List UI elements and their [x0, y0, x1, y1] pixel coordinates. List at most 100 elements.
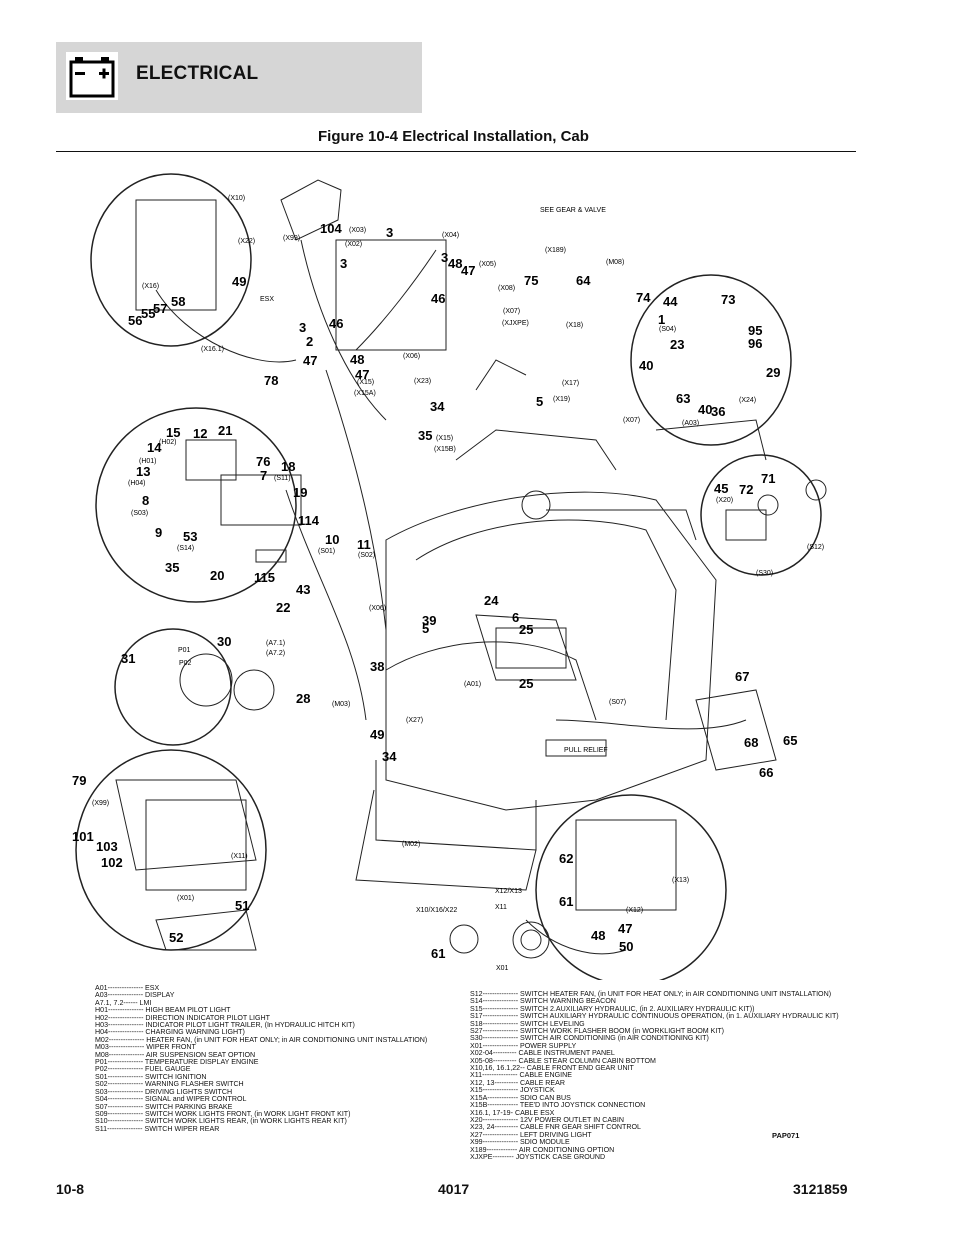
- callout-number: 8: [142, 493, 149, 508]
- callout-number: 23: [670, 337, 684, 352]
- legend-row: S14--------------- SWITCH WARNING BEACON: [470, 997, 616, 1006]
- section-header: ELECTRICAL: [56, 42, 422, 113]
- callout-number: 44: [663, 294, 678, 309]
- legend-row: X02-04---------- CABLE INSTRUMENT PANEL: [470, 1049, 615, 1058]
- callout-number: 72: [739, 482, 753, 497]
- connector-label: (M08): [606, 259, 624, 266]
- connector-label: (X12): [626, 907, 643, 914]
- callout-number: 47: [355, 367, 369, 382]
- small-label-layer: (X10)(X22)(X16)(X16.1)ESX(X99)(X03)(X02)…: [92, 195, 824, 972]
- callout-number: 15: [166, 425, 180, 440]
- callout-number: 35: [418, 428, 432, 443]
- callout-number: 101: [72, 829, 94, 844]
- callout-number: 6: [512, 610, 519, 625]
- connector-label: SEE GEAR & VALVE: [540, 207, 606, 214]
- part-number: 3121859: [793, 1181, 848, 1197]
- legend-row: S04--------------- SIGNAL and WIPER CONT…: [95, 1095, 247, 1104]
- callout-number: 7: [260, 468, 267, 483]
- connector-label: (S07): [609, 699, 626, 706]
- connector-label: (X17): [562, 380, 579, 387]
- callout-number: 104: [320, 221, 342, 236]
- callout-number: 76: [256, 454, 270, 469]
- callout-number: 3: [340, 256, 347, 271]
- connector-label: X10/X16/X22: [416, 907, 457, 914]
- legend-row: P02--------------- FUEL GAUGE: [95, 1065, 191, 1074]
- connector-label: (X04): [442, 232, 459, 239]
- legend-row: X27--------------- LEFT DRIVING LIGHT: [470, 1130, 592, 1139]
- callout-number: 38: [370, 659, 384, 674]
- connector-label: (X16): [142, 283, 159, 290]
- callout-number: 21: [218, 423, 232, 438]
- legend-row: X10,16, 16.1,22-- CABLE FRONT END GEAR U…: [470, 1064, 634, 1073]
- callout-number: 57: [153, 301, 167, 316]
- connector-label: (X15): [357, 379, 374, 386]
- connector-label: (X22): [238, 238, 255, 245]
- legend-row: X20--------------- 12V POWER OUTLET IN C…: [470, 1115, 624, 1124]
- legend-row: P01--------------- TEMPERATURE DISPLAY E…: [95, 1058, 259, 1067]
- callout-number: 46: [329, 316, 343, 331]
- legend-row: X16.1, 17-19- CABLE ESX: [470, 1108, 555, 1117]
- callout-number: 61: [559, 894, 573, 909]
- legend-row: S09--------------- SWITCH WORK LIGHTS FR…: [95, 1109, 351, 1118]
- connector-label: (S11): [274, 475, 291, 482]
- title-rule: [56, 151, 856, 152]
- callout-number: 56: [128, 313, 142, 328]
- connector-label: (X07): [623, 417, 640, 424]
- legend-row: X11--------------- CABLE ENGINE: [470, 1071, 572, 1080]
- legend-row: X99--------------- SDIO MODULE: [470, 1138, 570, 1147]
- connector-label: (X13): [672, 877, 689, 884]
- connector-label: P01: [178, 647, 191, 654]
- figure-title: Figure 10-4 Electrical Installation, Cab: [318, 128, 589, 145]
- connector-label: (H01): [139, 458, 157, 465]
- detail-circle-dash-switches: [95, 407, 297, 603]
- connector-label: PULL RELIEF: [564, 747, 608, 754]
- callout-number: 18: [281, 459, 295, 474]
- connector-label: X11: [495, 904, 507, 911]
- callout-number: 75: [524, 273, 538, 288]
- callout-number: 48: [448, 256, 462, 271]
- connector-label: (X10): [228, 195, 245, 202]
- legend-row: X23, 24---------- CABLE FNR GEAR SHIFT C…: [470, 1123, 641, 1132]
- callout-number: 19: [293, 485, 307, 500]
- connector-label: X01: [496, 965, 509, 972]
- legend-row: S02--------------- WARNING FLASHER SWITC…: [95, 1080, 244, 1089]
- callout-number: 2: [306, 334, 313, 349]
- callout-number: 40: [698, 402, 712, 417]
- model-number: 4017: [438, 1181, 470, 1197]
- connector-label: (X07): [503, 308, 520, 315]
- callout-number: 61: [431, 946, 445, 961]
- connector-label: (XJXPE): [502, 320, 529, 327]
- connector-label: (X01): [177, 895, 194, 902]
- callout-number: 115: [254, 570, 275, 585]
- detail-circle-front-harness: [90, 173, 252, 347]
- legend-row: X05-08---------- CABLE STEAR COLUMN CABI…: [470, 1056, 656, 1065]
- legend-row: X189------------- AIR CONDITIONING OPTIO…: [470, 1145, 615, 1154]
- callout-number: 49: [370, 727, 384, 742]
- legend-row: A03--------------- DISPLAY: [95, 991, 175, 1000]
- callout-number: 74: [636, 290, 651, 305]
- callout-number: 45: [714, 481, 728, 496]
- legend-row: X15A------------- SDIO CAN BUS: [470, 1093, 571, 1102]
- legend-row: S07--------------- SWITCH PARKING BRAKE: [95, 1102, 233, 1111]
- legend-row: M03--------------- WIPER FRONT: [95, 1043, 196, 1052]
- connector-label: (X08): [498, 285, 515, 292]
- callout-number: 5: [422, 621, 429, 636]
- callout-number: 102: [101, 855, 123, 870]
- callout-number: 31: [121, 651, 135, 666]
- callout-number: 47: [461, 263, 475, 278]
- callout-number: 34: [430, 399, 445, 414]
- callout-number: 79: [72, 773, 86, 788]
- callout-number: 40: [639, 358, 653, 373]
- connector-label: P02: [179, 660, 192, 667]
- callout-number: 55: [141, 306, 155, 321]
- callout-number: 52: [169, 930, 183, 945]
- legend-row: S27--------------- SWITCH WORK FLASHER B…: [470, 1027, 725, 1036]
- callout-number: 78: [264, 373, 278, 388]
- callout-number: 66: [759, 765, 773, 780]
- callout-number: 9: [155, 525, 162, 540]
- legend-row: X15B------------- TEE'D INTO JOYSTICK CO…: [470, 1101, 646, 1110]
- callout-number: 43: [296, 582, 310, 597]
- legend-row: H02--------------- DIRECTION INDICATOR P…: [95, 1013, 270, 1022]
- connector-label: (X06): [369, 605, 386, 612]
